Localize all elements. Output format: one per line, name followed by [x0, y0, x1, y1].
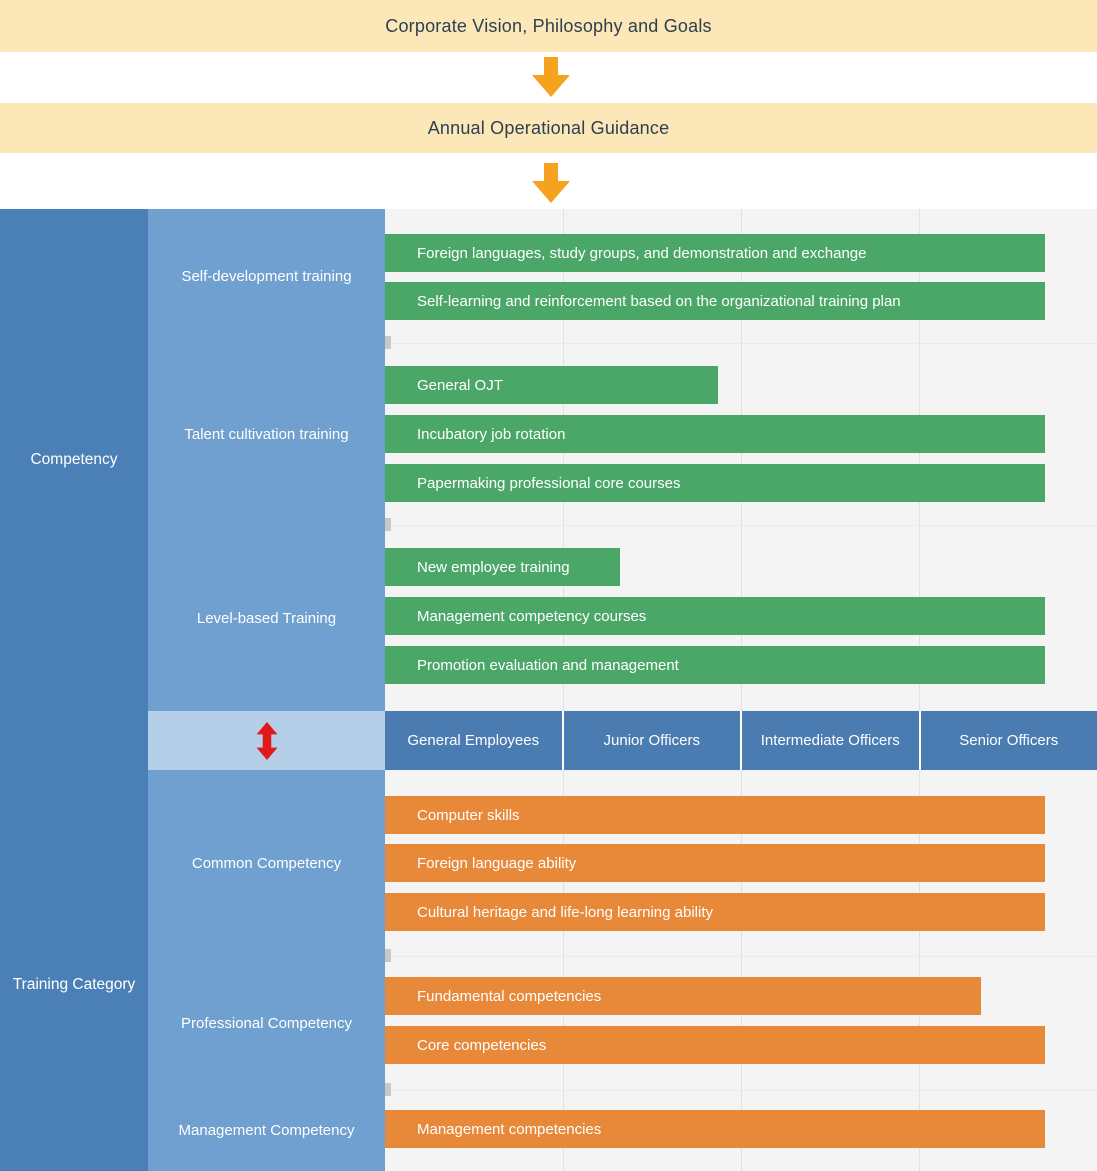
level-cell-general-employees: General Employees [385, 711, 562, 770]
chart-panel: Foreign languages, study groups, and dem… [385, 209, 1097, 1171]
training-bar: Computer skills [385, 796, 1045, 834]
category-column: Self-development training Talent cultiva… [148, 209, 385, 1171]
gridline [385, 525, 1097, 526]
competency-axis-label: Competency [30, 451, 118, 468]
corporate-vision-label: Corporate Vision, Philosophy and Goals [385, 15, 712, 36]
competency-bar: Self-learning and reinforcement based on… [385, 282, 1045, 320]
competency-bar: Management competency courses [385, 597, 1045, 635]
category-cell-common-competency: Common Competency [148, 770, 385, 956]
down-arrow-icon [532, 163, 570, 203]
training-category-axis-cell: Training Category [0, 711, 148, 1171]
category-cell-management-competency: Management Competency [148, 1090, 385, 1171]
competency-bar: Papermaking professional core courses [385, 464, 1045, 502]
training-category-axis-label: Training Category [12, 976, 136, 993]
gridline [385, 1090, 1097, 1091]
category-cell-level-based: Level-based Training [148, 525, 385, 711]
training-bar: Management competencies [385, 1110, 1045, 1148]
category-label: Professional Competency [181, 1014, 352, 1032]
gridline [385, 343, 1097, 344]
competency-axis-cell: Competency [0, 209, 148, 711]
category-cell-professional-competency: Professional Competency [148, 956, 385, 1090]
annual-guidance-label: Annual Operational Guidance [427, 117, 670, 138]
competency-bar: Foreign languages, study groups, and dem… [385, 234, 1045, 272]
training-bar: Core competencies [385, 1026, 1045, 1064]
level-cell-senior-officers: Senior Officers [920, 711, 1097, 770]
category-label: Common Competency [191, 854, 342, 872]
tick-mark [385, 1083, 391, 1096]
gridline [919, 209, 920, 1171]
competency-bar: Incubatory job rotation [385, 415, 1045, 453]
gridline [385, 956, 1097, 957]
annual-guidance-banner: Annual Operational Guidance [0, 103, 1097, 153]
level-cell-junior-officers: Junior Officers [563, 711, 740, 770]
category-cell-talent-cultivation: Talent cultivation training [148, 343, 385, 525]
category-label: Talent cultivation training [184, 425, 349, 443]
employee-levels-row: General Employees Junior Officers Interm… [385, 711, 1097, 770]
competency-bar: General OJT [385, 366, 718, 404]
category-label: Self-development training [181, 267, 352, 285]
level-cell-intermediate-officers: Intermediate Officers [742, 711, 919, 770]
category-cell-self-development: Self-development training [148, 209, 385, 343]
competency-bar: Promotion evaluation and management [385, 646, 1045, 684]
competency-bar: New employee training [385, 548, 620, 586]
gridline [741, 209, 742, 1171]
axis-column: Competency Training Category [0, 209, 148, 1171]
tick-mark [385, 336, 391, 349]
training-bar: Fundamental competencies [385, 977, 981, 1015]
down-arrow-icon [532, 57, 570, 97]
exchange-arrow-cell [148, 711, 385, 770]
category-label: Management Competency [178, 1122, 355, 1139]
corporate-vision-banner: Corporate Vision, Philosophy and Goals [0, 0, 1097, 52]
category-label: Level-based Training [196, 609, 337, 627]
training-bar: Foreign language ability [385, 844, 1045, 882]
tick-mark [385, 518, 391, 531]
training-bar: Cultural heritage and life-long learning… [385, 893, 1045, 931]
tick-mark [385, 949, 391, 962]
up-down-arrow-icon [256, 721, 277, 760]
gridline [563, 209, 564, 1171]
